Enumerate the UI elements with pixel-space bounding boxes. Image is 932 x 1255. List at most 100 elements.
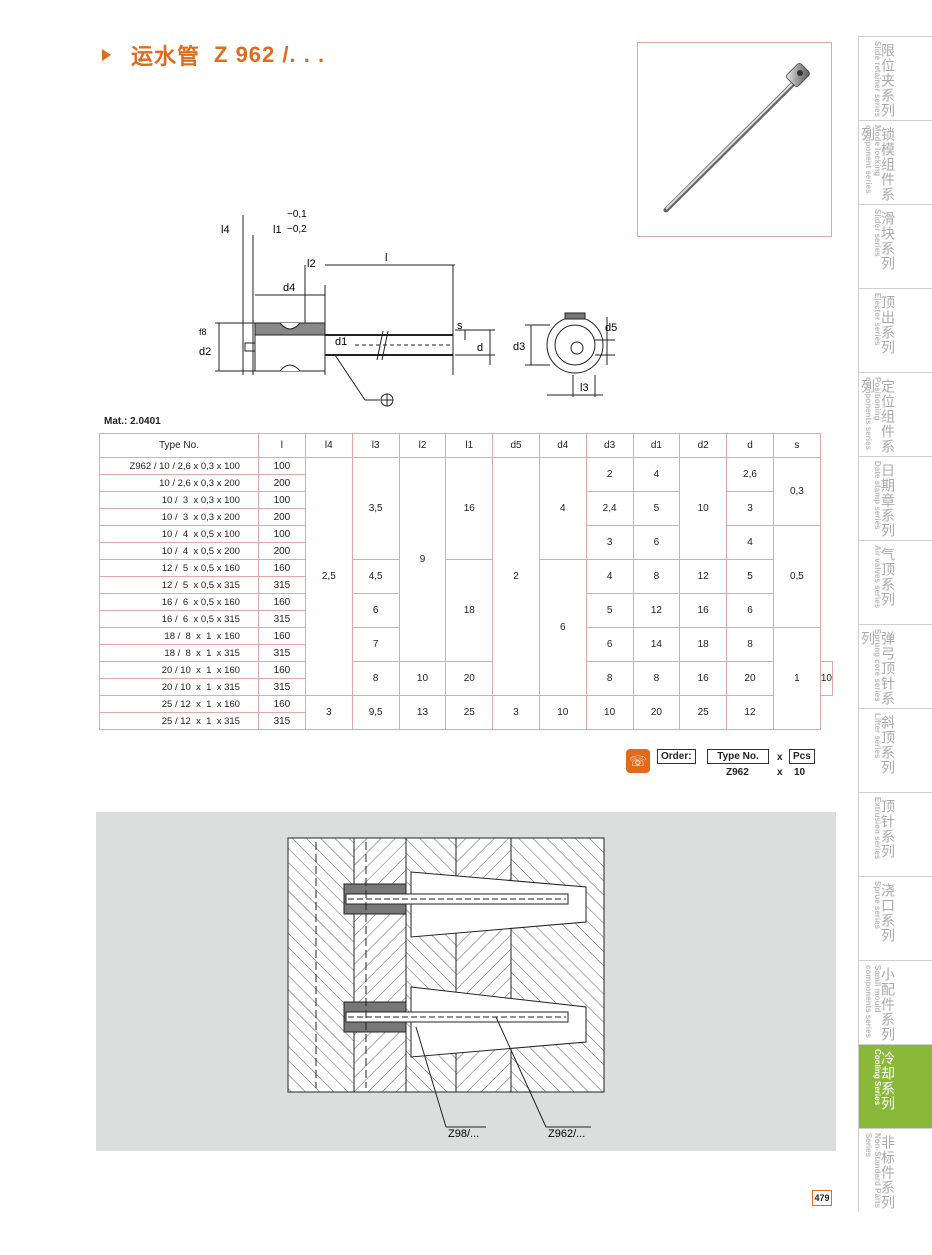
cell-type: 10 / 4 x 0,5 x 100 [99,525,259,543]
cell-d2: 25 [679,695,728,730]
application-drawing: Z98/... Z962/... [96,812,836,1151]
col-s: s [772,433,821,458]
cell-d2: 16 [679,593,728,628]
cell-l2: 10 [398,661,447,696]
col-d4: d4 [538,433,587,458]
cell-l: 160 [257,559,306,577]
cell-d3: 3 [585,525,634,560]
product-photo [637,42,832,237]
cell-d4: 4 [538,457,587,560]
cell-d4: 10 [538,695,587,730]
cell-type: 25 / 12 x 1 x 160 [99,695,259,713]
col-l2: l2 [398,433,447,458]
table-row: 10 / 3 x 0,3 x 100 100 2,4 5 3 [99,491,833,526]
cell-l: 160 [257,593,306,611]
cell-d1: 12 [632,593,681,628]
cell-l3: 3,5 [351,457,400,560]
dim-l1: l1 [273,224,282,236]
cell-l: 100 [257,491,306,509]
col-d: d [726,433,774,458]
cell-l1: 20 [445,661,494,696]
cell-l: 100 [257,525,306,543]
title-code: Z 962 /. . . [214,42,326,67]
col-d1: d1 [632,433,681,458]
table-row: 25 / 12 x 1 x 160 160 3 9,5 13 25 3 10 1… [99,695,833,730]
cell-d: 3 [726,491,774,526]
cell-l: 315 [257,644,306,662]
cell-l1: 16 [445,457,494,560]
table-row: 16 / 6 x 0,5 x 160 160 6 5 12 16 6 [99,593,833,628]
phone-icon: ☏ [626,749,650,773]
table-row: 25 / 12 x 1 x 315 315 [99,712,833,730]
page-title: 运水管 Z 962 /. . . [102,40,325,70]
order-pcs-value: 10 [794,767,806,778]
cell-d: 8 [726,627,774,662]
cell-d5: 2 [492,457,540,696]
cell-d2: 10 [679,457,728,560]
cell-s: 0,3 [772,457,821,526]
cell-l2: 9 [398,457,447,662]
cell-d4: 8 [585,661,634,696]
cell-d3: 2,4 [585,491,634,526]
cell-d1: 20 [632,695,681,730]
cell-l: 315 [257,678,306,696]
cell-l1: 25 [445,695,494,730]
bullet-triangle-icon [102,49,111,61]
cell-d2: 20 [726,661,774,696]
dim-l2: l2 [307,258,316,270]
material-label: Mat.: 2.0401 [104,416,161,427]
cell-d3: 8 [632,661,681,696]
dim-tol-upper: −0,1 [287,209,307,220]
cell-l: 160 [257,661,306,679]
col-d3: d3 [585,433,634,458]
cell-type: 10 / 3 x 0,3 x 200 [99,508,259,526]
cell-l: 100 [257,457,306,475]
order-type-value: Z962 [726,767,749,778]
cell-s: 1 [772,627,821,730]
cell-l1: 18 [445,559,494,662]
cell-type: 16 / 6 x 0,5 x 160 [99,593,259,611]
cell-d4: 6 [538,559,587,696]
order-example: ☏ Order: Type No. x Pcs Z962 x 10 [626,747,826,781]
order-x2: x [777,767,783,778]
cell-type: 25 / 12 x 1 x 315 [99,712,259,730]
cell-type: 16 / 6 x 0,5 x 315 [99,610,259,628]
col-d2: d2 [679,433,728,458]
cell-l: 160 [257,627,306,645]
cell-d1: 8 [632,559,681,594]
dim-d4: d4 [283,282,295,294]
technical-drawing: l4 l1 −0,1 −0,2 l2 l d4 d2 f8 d1 s d d3 … [195,205,625,415]
cell-l: 315 [257,576,306,594]
order-type-label: Type No. [707,749,769,764]
table-row: 20 / 10 x 1 x 315 315 [99,678,833,696]
callout-z962: Z962/... [548,1128,585,1140]
cell-d1: 5 [632,491,681,526]
table-row: 10 / 4 x 0,5 x 100 100 3 6 4 0,5 [99,525,833,628]
cell-type: 10 / 4 x 0,5 x 200 [99,542,259,560]
dim-s: s [457,320,463,332]
col-l4: l4 [304,433,353,458]
order-x1: x [777,752,783,763]
col-l3: l3 [351,433,400,458]
cell-type: Z962 / 10 / 2,6 x 0,3 x 100 [99,457,259,475]
col-type: Type No. [99,433,259,458]
cell-l3: 7 [351,627,400,662]
cell-type: 20 / 10 x 1 x 160 [99,661,259,679]
cell-d1: 14 [632,627,681,662]
cell-l: 160 [257,695,306,713]
